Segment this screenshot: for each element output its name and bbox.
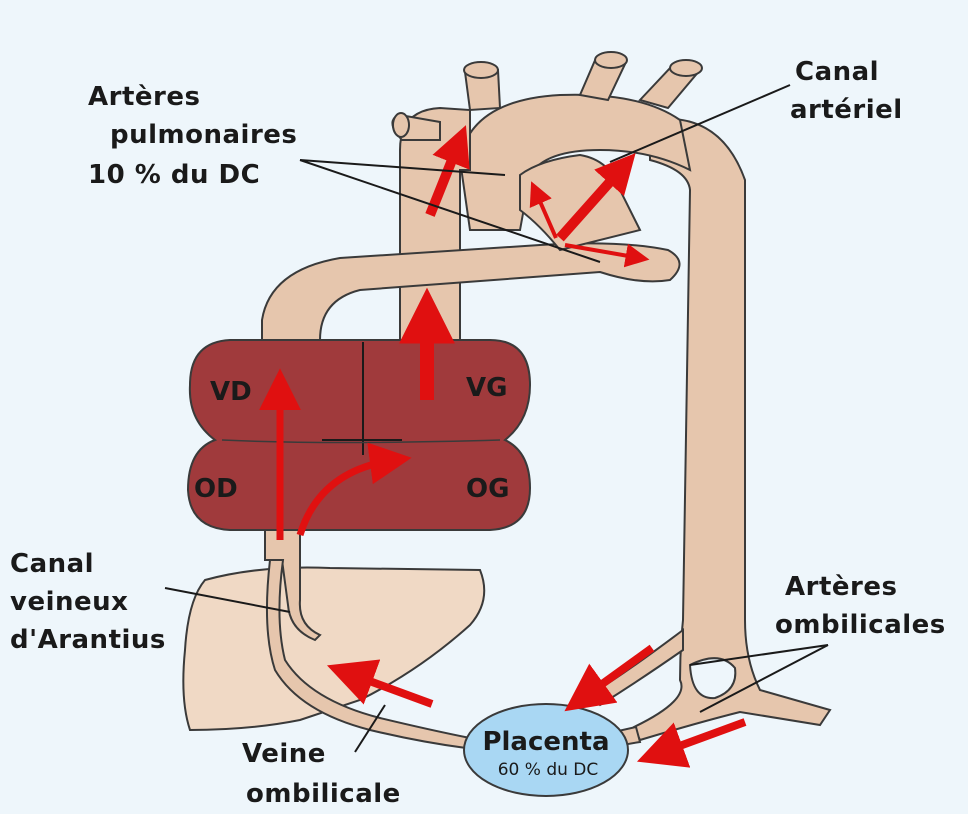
label-arteres-ombilicales-1: Artères (785, 572, 897, 602)
label-arteres-pulmonaires-1: Artères (88, 82, 200, 112)
label-veine-ombilicale-2: ombilicale (246, 779, 401, 809)
label-arteres-pulmonaires-3: 10 % du DC (88, 160, 260, 190)
label-arteres-pulmonaires-2: pulmonaires (110, 120, 297, 150)
chamber-vd: VD (210, 377, 252, 407)
chamber-od: OD (194, 474, 238, 504)
pulmonary-trunk (262, 243, 680, 340)
placenta-title: Placenta (482, 727, 609, 757)
label-canal-veineux-3: d'Arantius (10, 625, 166, 655)
placenta-subtitle: 60 % du DC (498, 760, 599, 780)
label-canal-arteriel-2: artériel (790, 95, 903, 125)
label-veine-ombilicale-1: Veine (242, 739, 326, 769)
chamber-og: OG (466, 474, 509, 504)
chamber-vg: VG (466, 373, 507, 403)
label-arteres-ombilicales-2: ombilicales (775, 610, 946, 640)
label-canal-arteriel-1: Canal (795, 57, 879, 87)
label-canal-veineux-2: veineux (10, 587, 128, 617)
label-canal-veineux-1: Canal (10, 549, 94, 579)
umbilical-artery-upper (590, 630, 683, 705)
